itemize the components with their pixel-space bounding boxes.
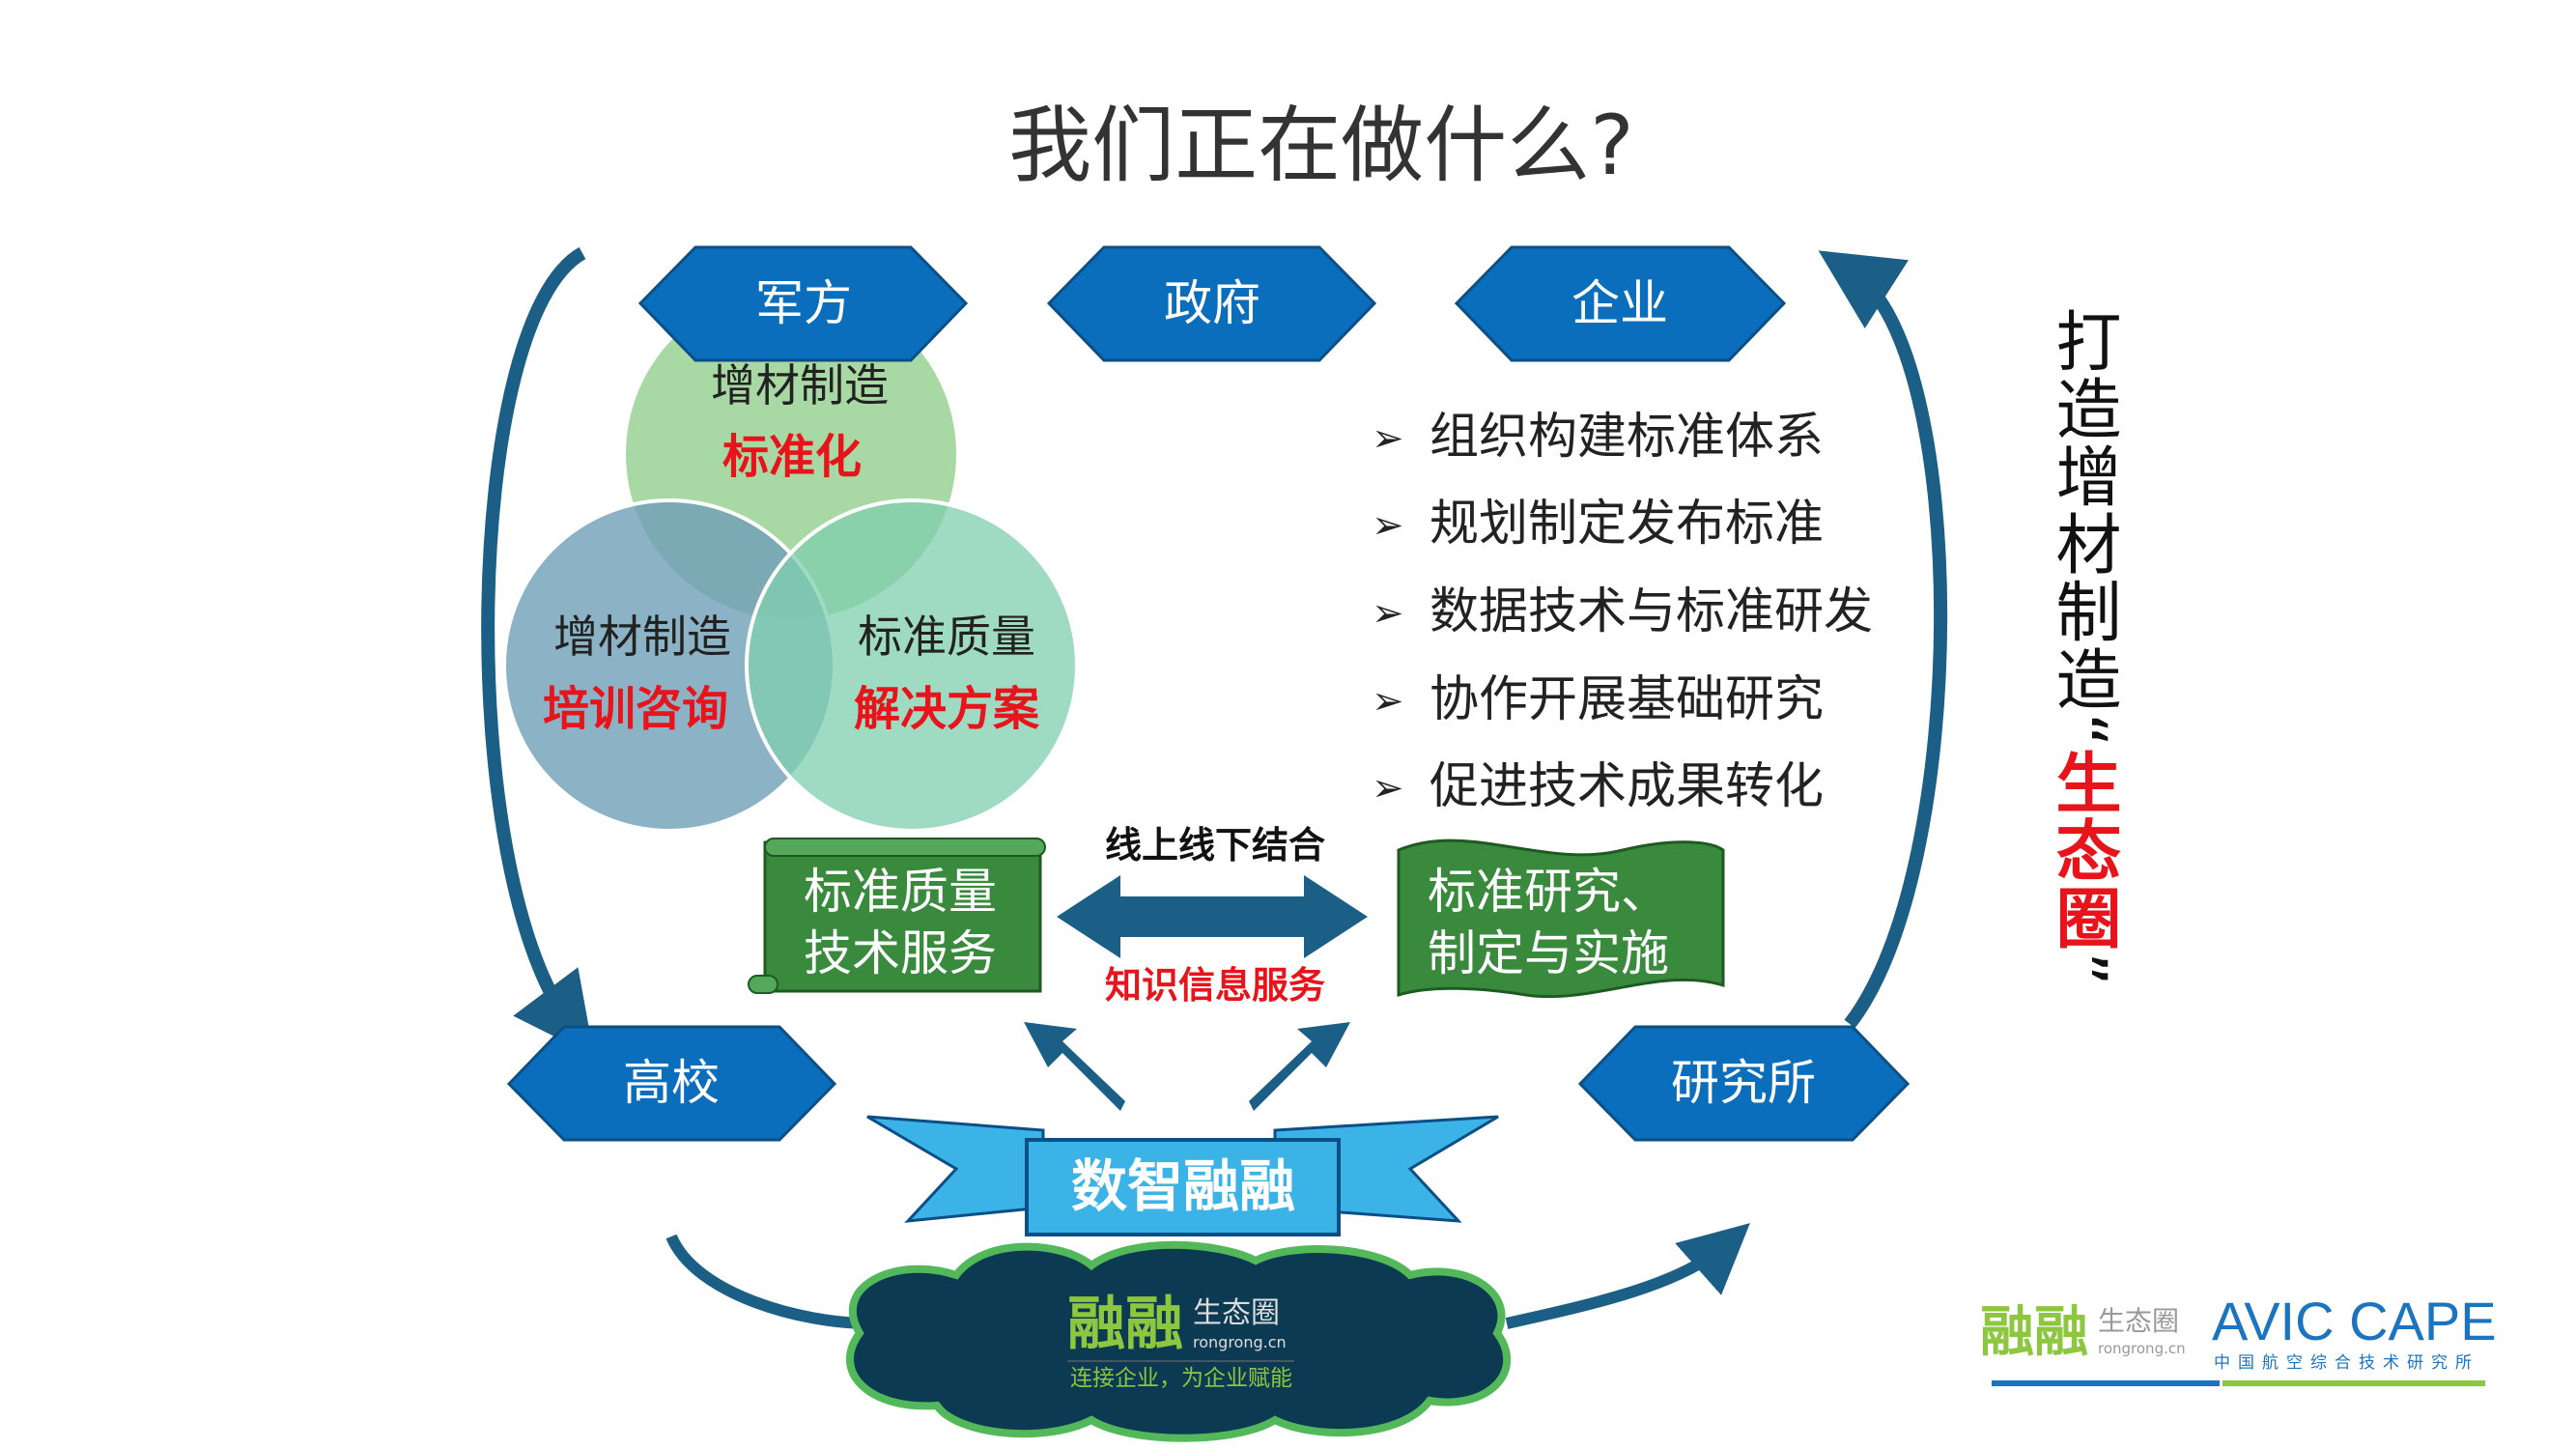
bottom-right-arc [1505, 1223, 1750, 1329]
double-arrow [1057, 875, 1368, 958]
hex-institute-shape [1577, 1025, 1911, 1142]
venn-label-red: 培训咨询 [542, 682, 729, 736]
avic-cape-subtitle: 中国航空综合技术研究所 [2214, 1353, 2479, 1373]
rongrong-slogan: 连接企业，为企业赋能 [1070, 1366, 1292, 1391]
rongrong-logo-sub: 生态圈 [1193, 1296, 1280, 1330]
page-title: 我们正在做什么? [1008, 98, 1634, 194]
scroll-roll-top [764, 838, 1046, 857]
up-right-arrow [1249, 1022, 1350, 1111]
tech-service-line2: 技术服务 [804, 925, 997, 981]
arrow-bullet-icon: ➢ [1372, 679, 1404, 724]
footer-rongrong-sub: 生态圈 [2098, 1305, 2180, 1337]
hex-military: 军方 [755, 275, 852, 331]
standard-research-line1: 标准研究、 [1428, 864, 1669, 920]
left-arc-arrow [481, 246, 595, 1057]
rongrong-domain: rongrong.cn [1193, 1333, 1287, 1351]
bullet-item: 促进技术成果转化 [1430, 758, 1825, 815]
footer-rongrong-logo: 融融 [1980, 1301, 2088, 1364]
scroll-roll-bottom [748, 975, 778, 994]
ribbon-left-tail [866, 1115, 1045, 1223]
venn-label: 标准质量 [858, 611, 1035, 663]
vertical-slogan-part1: 打造增材制造“ [2044, 307, 2120, 750]
hex-enterprise-shape [1454, 245, 1787, 362]
vertical-slogan: 打造增材制造“生态圈” [2043, 307, 2120, 987]
hex-university: 高校 [623, 1055, 720, 1111]
rongrong-cloud [845, 1240, 1512, 1442]
avic-cape-logo: AVIC CAPE [2212, 1291, 2497, 1351]
footer-bar-blue [1992, 1380, 2220, 1386]
venn-label-red: 标准化 [722, 430, 863, 484]
hex-government: 政府 [1164, 275, 1260, 331]
standard-research-line2: 制定与实施 [1428, 925, 1669, 981]
vertical-slogan-part3: ” [2044, 952, 2120, 988]
hex-military-shape [637, 245, 969, 362]
hex-government-shape [1046, 245, 1377, 362]
footer-bar-green [2222, 1380, 2485, 1386]
arrow-bullet-icon: ➢ [1372, 503, 1404, 548]
tech-service-line1: 标准质量 [804, 864, 997, 920]
footer-rongrong-domain: rongrong.cn [2098, 1340, 2186, 1357]
venn-label: 增材制造 [553, 611, 731, 663]
bullet-item: 规划制定发布标准 [1430, 496, 1825, 553]
wave-box-shape [1397, 838, 1725, 999]
up-left-arrow [1024, 1022, 1125, 1111]
ribbon-label: 数智融融 [1070, 1153, 1296, 1219]
bullet-item: 数据技术与标准研发 [1430, 583, 1874, 640]
bullet-item: 组织构建标准体系 [1430, 409, 1825, 466]
hex-institute: 研究所 [1671, 1055, 1816, 1111]
arrow-bullet-icon: ➢ [1372, 591, 1404, 636]
bottom-left-arc [665, 1234, 870, 1329]
online-offline-label: 线上线下结合 [1104, 824, 1326, 867]
knowledge-service-label: 知识信息服务 [1104, 964, 1326, 1007]
right-arc-arrow [1818, 250, 1948, 1029]
rongrong-logo: 融融 [1067, 1291, 1183, 1358]
arrow-bullet-icon: ➢ [1372, 416, 1404, 461]
bullet-item: 协作开展基础研究 [1430, 671, 1825, 728]
vertical-slogan-part2: 生态圈 [2044, 749, 2120, 952]
arrow-bullet-icon: ➢ [1372, 766, 1404, 810]
venn-circle-solutions [745, 498, 1079, 833]
hex-university-shape [506, 1025, 837, 1142]
ribbon-center [1025, 1138, 1341, 1236]
hex-enterprise: 企业 [1571, 275, 1668, 331]
venn-label-red: 解决方案 [853, 682, 1040, 736]
venn-label: 增材制造 [711, 359, 889, 412]
